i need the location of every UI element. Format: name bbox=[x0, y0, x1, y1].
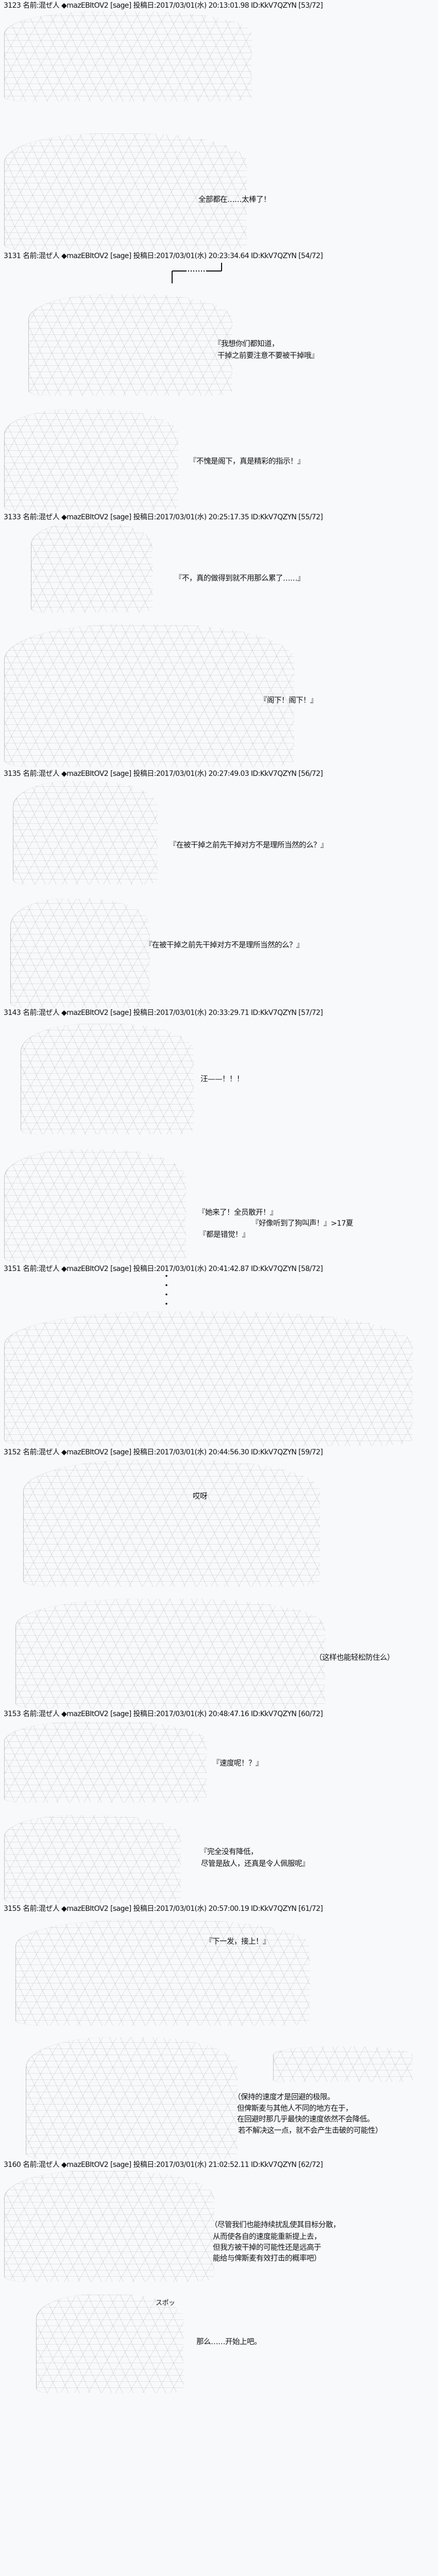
post-header: 3135 名前:混ぜ人 ◆mazEBItOV2 [sage] 投稿日:2017/… bbox=[4, 770, 323, 778]
dialogue-line: 从而使各自的速度能重新提上去， bbox=[213, 2233, 322, 2241]
post-header: 3153 名前:混ぜ人 ◆mazEBItOV2 [sage] 投稿日:2017/… bbox=[4, 1710, 323, 1718]
aa-illustration bbox=[4, 409, 178, 512]
aa-illustration bbox=[10, 899, 150, 1008]
scene-transition-bracket bbox=[172, 263, 222, 283]
aa-illustration bbox=[36, 2294, 183, 2393]
dialogue-line: 『阁下！阁下！』 bbox=[260, 697, 318, 705]
post-header: 3133 名前:混ぜ人 ◆mazEBItOV2 [sage] 投稿日:2017/… bbox=[4, 513, 323, 521]
dialogue-line: 『完全没有降低， bbox=[200, 1848, 258, 1856]
aa-illustration bbox=[26, 2037, 238, 2159]
aa-illustration bbox=[4, 1149, 186, 1263]
aa-illustration bbox=[31, 522, 153, 613]
sound-effect-text: スポッ bbox=[156, 2299, 175, 2307]
aa-sound-effect bbox=[273, 2046, 413, 2082]
aa-illustration bbox=[23, 1460, 320, 1587]
dialogue-line: 在回避时那几乎最快的速度依然不会降低。 bbox=[237, 2115, 375, 2124]
dialogue-line: 『在被干掉之前先干掉对方不是理所当然的么？』 bbox=[145, 941, 304, 950]
dialogue-line: （这样也能轻松防住么） bbox=[315, 1654, 395, 1662]
aa-illustration bbox=[21, 1024, 194, 1134]
dialogue-line: 那么……开始上吧。 bbox=[196, 2338, 262, 2346]
aa-illustration bbox=[4, 624, 294, 767]
post-header: 3143 名前:混ぜ人 ◆mazEBItOV2 [sage] 投稿日:2017/… bbox=[4, 1009, 323, 1017]
dialogue-line: 『下一发，接上！』 bbox=[205, 1938, 271, 1946]
post-header: 3160 名前:混ぜ人 ◆mazEBItOV2 [sage] 投稿日:2017/… bbox=[4, 2161, 323, 2169]
aa-illustration bbox=[15, 1920, 310, 2026]
post-header: 3152 名前:混ぜ人 ◆mazEBItOV2 [sage] 投稿日:2017/… bbox=[4, 1448, 323, 1456]
aa-illustration bbox=[4, 11, 252, 101]
aa-illustration bbox=[4, 2171, 214, 2282]
dialogue-line: 『我想你们都知道， bbox=[214, 340, 279, 348]
post-header: 3131 名前:混ぜ人 ◆mazEBItOV2 [sage] 投稿日:2017/… bbox=[4, 252, 323, 260]
dialogue-line: 『不，真的做得到就不用那么累了……』 bbox=[175, 574, 305, 583]
aa-illustration bbox=[4, 1721, 207, 1803]
aa-illustration bbox=[4, 1311, 413, 1446]
aa-illustration bbox=[13, 781, 158, 885]
post-header: 3123 名前:混ぜ人 ◆mazEBItOV2 [sage] 投稿日:2017/… bbox=[4, 2, 323, 10]
dialogue-line: 『在被干掉之前先干掉对方不是理所当然的么？』 bbox=[169, 841, 328, 850]
dialogue-line: 『好像听到了狗叫声！』>17夏 bbox=[251, 1219, 353, 1228]
vertical-ellipsis: ・ ・ ・ ・ bbox=[163, 1273, 170, 1309]
dialogue-line: 若不解决这一点，就不会产生击破的可能性） bbox=[238, 2127, 383, 2135]
dialogue-line: 『她来了！全员散开！』 bbox=[198, 1209, 278, 1217]
aa-illustration bbox=[4, 133, 247, 250]
dialogue-line: 全部都在……太棒了！ bbox=[198, 196, 271, 204]
dialogue-line: 干掉之前要注意不要被干掉哦』 bbox=[217, 352, 319, 360]
aa-illustration bbox=[4, 1815, 181, 1903]
dialogue-line: 但俾斯麦与其他人不同的地方在于， bbox=[237, 2105, 353, 2113]
dialogue-line: 『速度呢！？』 bbox=[212, 1759, 263, 1768]
dialogue-line: 『都是错觉！』 bbox=[199, 1231, 250, 1239]
dialogue-line: 尽管是敌人，还真是令人佩服呢』 bbox=[201, 1860, 310, 1868]
dialogue-line: 汪——！！！ bbox=[200, 1075, 244, 1083]
post-header: 3155 名前:混ぜ人 ◆mazEBItOV2 [sage] 投稿日:2017/… bbox=[4, 1905, 323, 1913]
aa-illustration bbox=[15, 1599, 325, 1709]
dialogue-line: （尽管我们也能持续扰乱使其目标分散， bbox=[210, 2221, 341, 2229]
dialogue-line: 哎呀 bbox=[193, 1493, 208, 1501]
post-header: 3151 名前:混ぜ人 ◆mazEBItOV2 [sage] 投稿日:2017/… bbox=[4, 1265, 323, 1273]
dialogue-line: 但我方被干掉的可能性还是远高于 bbox=[213, 2244, 322, 2252]
dialogue-line: 『不愧是阁下，真是精彩的指示！』 bbox=[189, 457, 305, 466]
aa-illustration bbox=[28, 294, 232, 396]
dialogue-line: 能给与俾斯麦有效打击的概率吧） bbox=[213, 2255, 322, 2263]
dialogue-line: （保持的速度才是回避的极限。 bbox=[233, 2093, 335, 2102]
